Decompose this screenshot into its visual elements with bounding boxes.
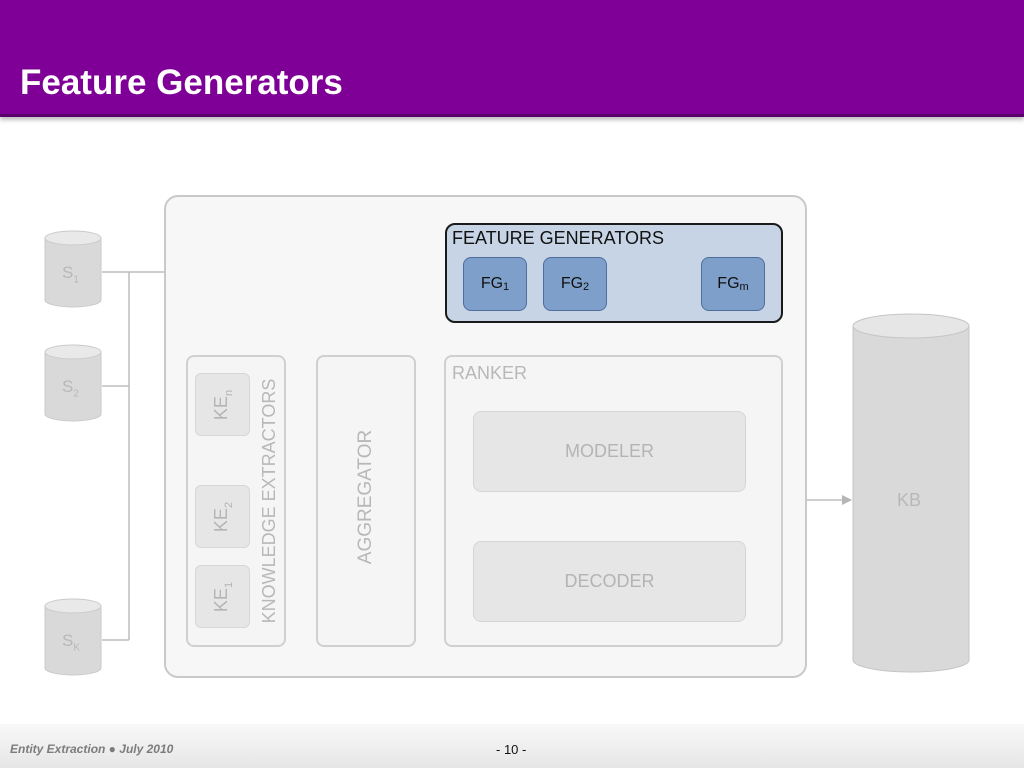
kb-cylinder (852, 313, 970, 673)
aggregator-label: AGGREGATOR (355, 429, 376, 565)
footer-left-text: Entity Extraction ● July 2010 (10, 742, 174, 756)
title-bar: Feature Generators (0, 0, 1024, 117)
source-label-s2: S2 (62, 377, 79, 400)
footer-bar (0, 724, 1024, 768)
page-number: - 10 - (496, 742, 527, 757)
source-cylinder-sk (44, 598, 102, 676)
modeler-box: MODELER (473, 411, 746, 492)
aggregator-panel (316, 355, 416, 647)
slide-title: Feature Generators (20, 63, 343, 102)
source-cylinder-s1 (44, 230, 102, 308)
ranker-title: RANKER (452, 363, 528, 383)
ke-1: KE1 (195, 565, 250, 628)
knowledge-extractors-title: KNOWLEDGE EXTRACTORS (259, 378, 279, 624)
ke-n: KEn (195, 373, 250, 436)
kb-label: KB (897, 490, 922, 510)
ke-2: KE2 (195, 485, 250, 548)
source-label-sk: SK (62, 631, 81, 654)
decoder-box: DECODER (473, 541, 746, 622)
decoder-label: DECODER (564, 571, 655, 591)
feature-generators-title: FEATURE GENERATORS (452, 228, 665, 248)
modeler-label: MODELER (564, 441, 654, 461)
source-cylinder-s2 (44, 344, 102, 422)
source-label-s1: S1 (62, 263, 79, 286)
